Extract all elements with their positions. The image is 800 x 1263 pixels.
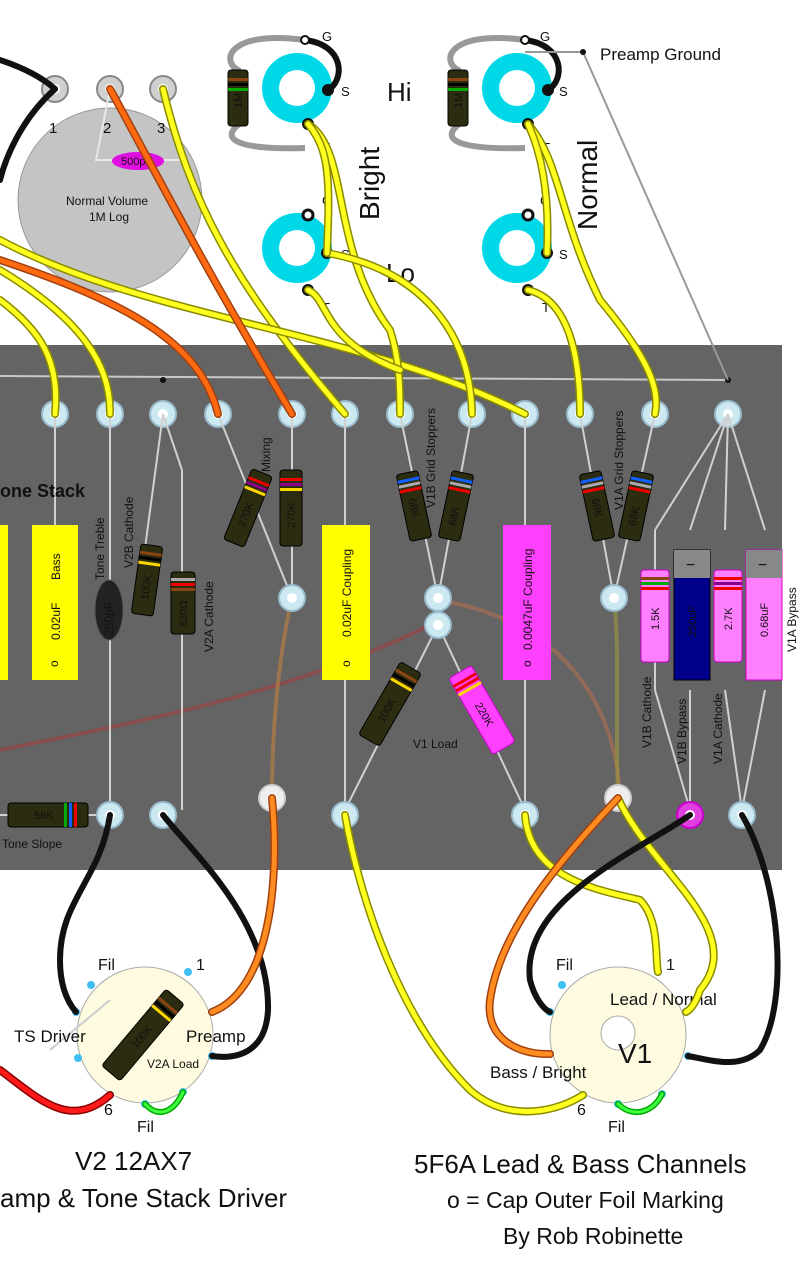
resistor-220k: [449, 665, 515, 755]
svg-text:S: S: [559, 247, 568, 262]
v1b-grid-label: V1B Grid Stoppers: [424, 408, 438, 508]
svg-text:−: −: [686, 557, 695, 574]
bass-cap-foil: o: [47, 660, 61, 667]
v1b-cathode-label: V1B Cathode: [640, 676, 654, 748]
ground-bus: [0, 375, 729, 381]
tone-slope-resistor: [7, 802, 89, 828]
svg-text:Bass / Bright: Bass / Bright: [490, 1063, 587, 1082]
v2b-cathode-label: V2B Cathode: [122, 496, 136, 568]
treble-cap: [94, 579, 124, 641]
svg-text:68K: 68K: [405, 497, 421, 519]
bright-lo-jack: [262, 208, 333, 296]
svg-text:G: G: [322, 29, 332, 44]
v1-load-resistor: [359, 662, 421, 746]
svg-text:0.68uF: 0.68uF: [759, 602, 771, 637]
svg-text:100K: 100K: [139, 573, 155, 601]
bass-cap-2: [32, 525, 78, 680]
bass-label: Bass: [49, 553, 63, 580]
tone-treble-label: Tone Treble: [93, 517, 107, 580]
svg-text:820Ω: 820Ω: [178, 600, 190, 627]
footer-legend: o = Cap Outer Foil Marking: [447, 1187, 724, 1213]
normal-lo-jack: [482, 208, 553, 296]
v1a-bypass-label: V1A Bypass: [785, 587, 799, 652]
svg-text:1M Log: 1M Log: [89, 210, 129, 224]
svg-text:Fil: Fil: [556, 957, 573, 974]
svg-text:T: T: [542, 300, 550, 315]
svg-text:6: 6: [104, 1102, 113, 1119]
v1b-cathode-resistor: [640, 569, 670, 663]
svg-text:1M: 1M: [453, 93, 465, 108]
wires-bottom: [0, 794, 781, 1116]
svg-text:Fil: Fil: [608, 1119, 625, 1136]
v1-load-label: V1 Load: [413, 737, 458, 751]
v1b-grid-resistor-1: [396, 470, 432, 542]
svg-text:V2A Load: V2A Load: [147, 1057, 199, 1071]
mixing-label: Mixing: [259, 437, 273, 472]
wire-bg-orange-1: [270, 597, 294, 797]
treble-cap-value: 250pF: [102, 602, 116, 636]
wires-top: [0, 57, 661, 418]
tone-slope-label: Tone Slope: [2, 837, 62, 851]
svg-text:68K: 68K: [627, 505, 643, 527]
svg-text:250uF: 250uF: [687, 606, 699, 637]
v2a-cathode-label: V2A Cathode: [202, 581, 216, 652]
v1b-bypass-label: V1B Bypass: [675, 699, 689, 764]
svg-text:0.0047uF Coupling: 0.0047uF Coupling: [521, 549, 535, 650]
svg-text:1: 1: [666, 957, 675, 974]
svg-text:Fil: Fil: [137, 1119, 154, 1136]
coupling-cap-1: [322, 525, 370, 680]
preamp-ground-label: Preamp Ground: [600, 45, 721, 64]
bass-cap: [0, 525, 8, 680]
svg-text:2: 2: [103, 120, 111, 137]
svg-text:1.5K: 1.5K: [650, 607, 662, 630]
wire-bg-olive-1: [612, 597, 620, 797]
v2-load-resistor: 100K: [102, 989, 184, 1081]
v2-title-2: amp & Tone Stack Driver: [0, 1183, 287, 1213]
svg-text:3: 3: [157, 120, 165, 137]
svg-text:270K: 270K: [286, 502, 298, 528]
svg-text:Preamp: Preamp: [186, 1027, 246, 1046]
footer-title: 5F6A Lead & Bass Channels: [414, 1149, 746, 1179]
normal-hi-jack: 1M: [447, 35, 562, 152]
svg-text:56K: 56K: [34, 810, 54, 822]
v1a-grid-resistor-2: [618, 470, 654, 542]
svg-text:S: S: [341, 84, 350, 99]
svg-text:Normal Volume: Normal Volume: [66, 194, 148, 208]
svg-text:V1: V1: [618, 1038, 652, 1069]
v1a-cathode-label: V1A Cathode: [711, 693, 725, 764]
svg-text:S: S: [559, 84, 568, 99]
svg-text:o: o: [520, 660, 534, 667]
v1a-grid-resistor-1: [579, 470, 615, 542]
svg-text:o: o: [339, 660, 353, 667]
svg-text:0.02uF Coupling: 0.02uF Coupling: [340, 549, 354, 637]
svg-text:TS Driver: TS Driver: [14, 1027, 86, 1046]
v1b-grid-resistor-2: [438, 470, 474, 542]
v2-title-1: V2 12AX7: [75, 1146, 192, 1176]
svg-text:68K: 68K: [588, 497, 604, 519]
v1a-cathode-resistor: [713, 569, 743, 663]
v1a-grid-label: V1A Grid Stoppers: [612, 411, 626, 510]
coupling-cap-2: [503, 525, 551, 680]
svg-text:1: 1: [49, 120, 57, 137]
svg-text:1: 1: [196, 957, 205, 974]
svg-text:1M: 1M: [233, 93, 245, 108]
bass-cap-value: 0.02uF: [49, 603, 63, 640]
svg-text:−: −: [758, 557, 767, 574]
footer-author: By Rob Robinette: [503, 1223, 683, 1249]
bright-hi-jack: 1M: [227, 35, 342, 152]
component-leads: [0, 413, 766, 816]
eyelet-row-middle: [278, 584, 628, 639]
hi-label: Hi: [387, 77, 412, 107]
wire-bg-red-1: [0, 623, 431, 752]
svg-text:Fil: Fil: [98, 957, 115, 974]
svg-text:G: G: [540, 29, 550, 44]
svg-text:2.7K: 2.7K: [723, 607, 735, 630]
normal-label: Normal: [572, 140, 603, 230]
svg-text:6: 6: [577, 1102, 586, 1119]
v2a-cathode-resistor: [170, 571, 196, 635]
bright-label: Bright: [354, 147, 385, 220]
tone-stack-label: one Stack: [0, 481, 86, 501]
svg-text:68K: 68K: [447, 505, 463, 527]
